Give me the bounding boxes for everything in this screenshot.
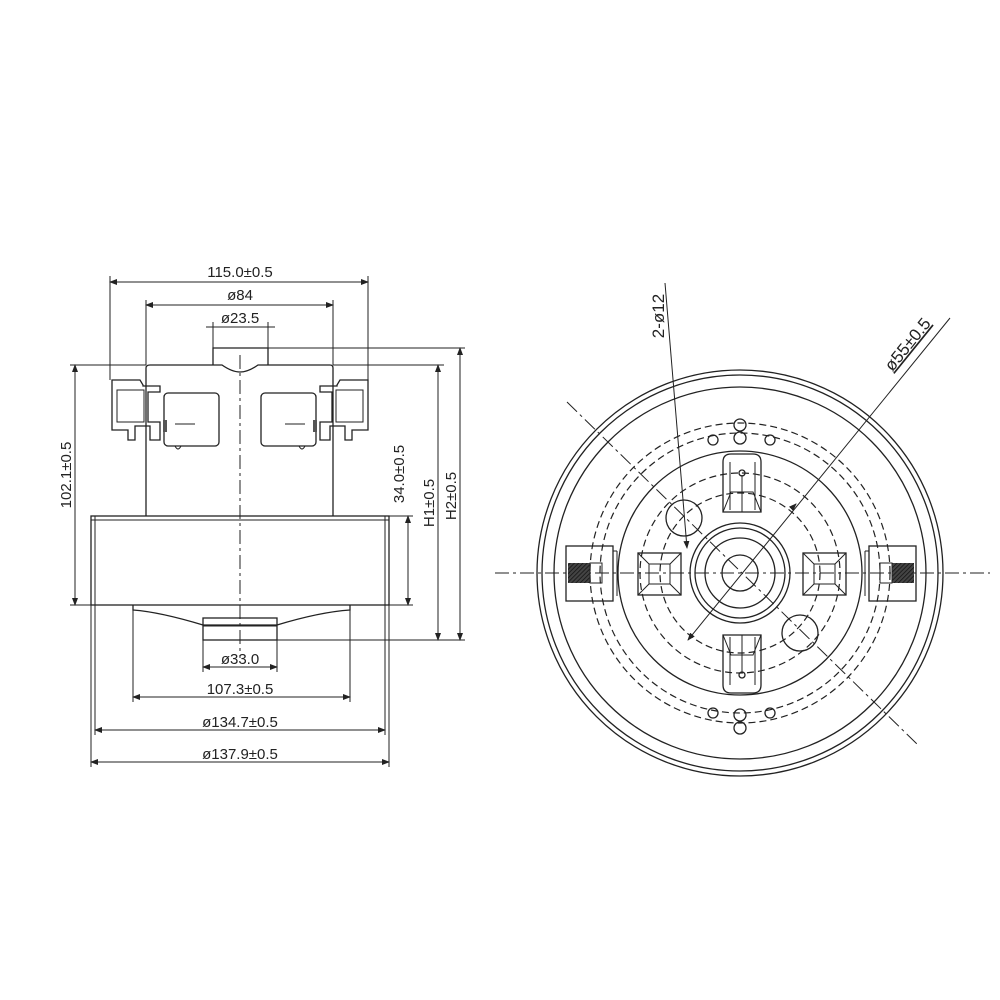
side-view: 115.0±0.5 ø84 ø23.5 102.1±0.5 34.0±0.5 H… [58,264,465,767]
dim-stator-dia: ø84 [227,287,253,304]
mount-hole [781,614,819,652]
tab-bottom [722,634,762,694]
dim-fan-cover-width: 107.3±0.5 [207,681,274,698]
pad-right [802,552,847,596]
extension-lines [70,276,465,767]
dim-flange-height: 34.0±0.5 [391,445,408,503]
dim-bolt-circle: ø55±0.5 [881,314,935,374]
left-brush-holder [111,379,220,450]
dim-height-body: 102.1±0.5 [58,442,75,509]
dim-top-cap-dia: ø23.5 [221,310,259,327]
dim-outlet-dia: ø33.0 [221,651,259,668]
terminal-left [565,545,618,602]
dim-h2: H2±0.5 [443,472,460,520]
dim-h1: H1±0.5 [421,479,438,527]
dim-flange-inner-dia: ø134.7±0.5 [202,714,278,731]
fan-cover [132,605,351,626]
terminal-right [864,545,917,602]
mount-hole [665,499,703,537]
top-view: 2-ø12 ø55±0.5 [495,282,990,777]
pad-left [637,552,682,596]
right-brush-holder [260,379,369,450]
dim-flange-outer-dia: ø137.9±0.5 [202,746,278,763]
small-holes [707,418,776,735]
dimension-lines [72,279,463,765]
dim-holes: 2-ø12 [649,294,668,338]
stator-body [145,364,334,516]
dim-overall-width: 115.0±0.5 [207,264,273,281]
tab-top [722,453,762,513]
top-cap [212,347,269,365]
outer-rim [536,369,944,777]
